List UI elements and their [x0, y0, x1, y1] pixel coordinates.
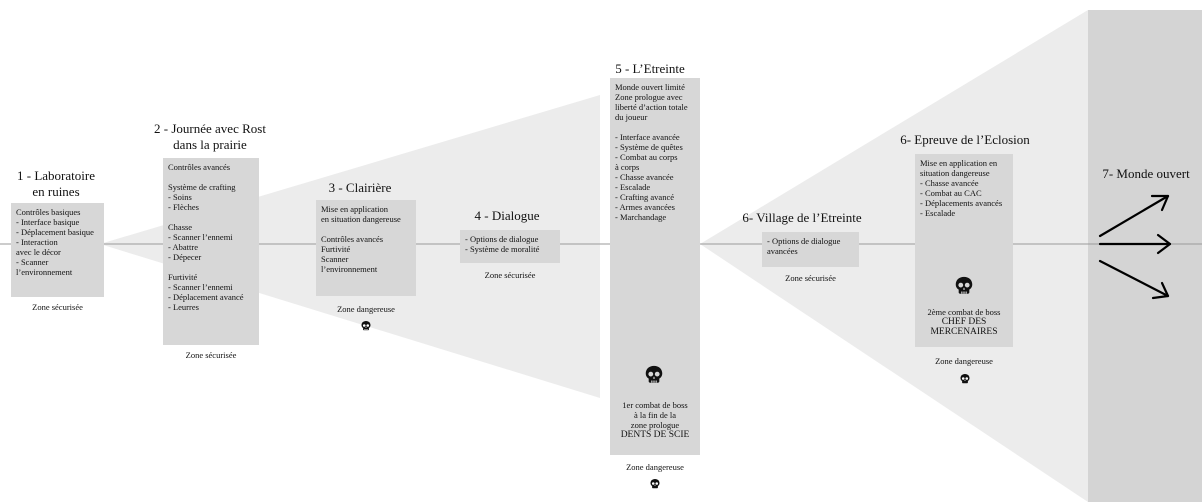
- stage-item: - Déplacements avancés: [920, 198, 1003, 208]
- stage-2-title: 2 - Journée avec Rost dans la prairie: [154, 121, 266, 152]
- stage-item: Zone prologue avec: [615, 92, 683, 102]
- stage-item: - Crafting avancé: [615, 192, 674, 202]
- stage-item: Contrôles avancés: [168, 162, 231, 172]
- stage-item: - Scanner l’ennemi: [168, 232, 233, 242]
- stage-3-zone-label: Zone dangereuse: [337, 304, 395, 314]
- stage-item: - Chasse avancée: [920, 178, 979, 188]
- stage-item: - Scanner: [16, 257, 49, 267]
- stage-item: avancées: [767, 246, 798, 256]
- stage-6b-title: 6- Epreuve de l’Eclosion: [900, 132, 1030, 147]
- stage-item: - Scanner l’ennemi: [168, 282, 233, 292]
- stage-item: - Interaction: [16, 237, 58, 247]
- stage-item: - Soins: [168, 192, 192, 202]
- stage-item: - Combat au CAC: [920, 188, 982, 198]
- boss-line: 2ème combat de boss: [927, 307, 1001, 317]
- stage-5-title: 5 - L’Etreinte: [615, 61, 685, 76]
- boss-line: CHEF DES: [941, 317, 987, 327]
- stage-4-zone-label: Zone sécurisée: [484, 270, 536, 280]
- boss-line: zone prologue: [630, 420, 680, 430]
- exit-arrows: [1098, 194, 1172, 300]
- stage-item: Chasse: [168, 222, 193, 232]
- stage-item: - Interface avancée: [615, 132, 680, 142]
- stage-item: avec le décor: [16, 247, 61, 257]
- stage-6a-zone-label: Zone sécurisée: [785, 273, 836, 283]
- skull-icon: [361, 321, 371, 331]
- boss-line: MERCENAIRES: [930, 327, 998, 337]
- stage-item: - Leurres: [168, 302, 199, 312]
- stage-item: Mise en application: [321, 204, 389, 214]
- stage-item: [168, 172, 254, 182]
- stage-1-zone-label: Zone sécurisée: [32, 302, 83, 312]
- stage-4-title: 4 - Dialogue: [474, 208, 540, 223]
- stage-item: Furtivité: [168, 272, 198, 282]
- stage-item: - Options de dialogue: [465, 234, 539, 244]
- stage-item: - Interface basique: [16, 217, 80, 227]
- arrowhead-icon: [1156, 233, 1172, 255]
- stage-item: [321, 224, 411, 234]
- stage-item: - Armes avancées: [615, 202, 675, 212]
- stage-item: du joueur: [615, 112, 648, 122]
- stage-item: [168, 262, 254, 272]
- stage-item: Furtivité: [321, 244, 351, 254]
- stage-item: Mise en application en: [920, 158, 998, 168]
- arrow-icon: [1098, 259, 1170, 298]
- stage-item: - Chasse avancée: [615, 172, 674, 182]
- stage-item: [168, 212, 254, 222]
- skull-icon: [650, 479, 660, 489]
- stage-6a-title: 6- Village de l’Etreinte: [742, 210, 862, 225]
- stage-1-title: 1 - Laboratoire en ruines: [17, 168, 95, 199]
- stage-item: [615, 122, 695, 132]
- funnel-shape-2: [700, 10, 1088, 502]
- stage-item: Système de crafting: [168, 182, 236, 192]
- stage-item: Contrôles avancés: [321, 234, 384, 244]
- skull-icon: [955, 276, 973, 294]
- stage-item: - Déplacement avancé: [168, 292, 244, 302]
- stage-item: l’environnement: [321, 264, 378, 274]
- stage-item: - Système de quêtes: [615, 142, 683, 152]
- skull-icon: [645, 365, 663, 383]
- stage-item: - Combat au corps: [615, 152, 678, 162]
- skull-icon: [960, 374, 970, 384]
- stage-item: - Système de moralité: [465, 244, 540, 254]
- stage-item: liberté d’action totale: [615, 102, 688, 112]
- stage-5-zone-label: Zone dangereuse: [626, 462, 684, 472]
- boss-line: DENTS DE SCIE: [620, 430, 690, 440]
- stage-item: en situation dangereuse: [321, 214, 401, 224]
- stage-7-title: 7- Monde ouvert: [1102, 166, 1190, 181]
- boss-line: 1er combat de boss: [622, 400, 688, 410]
- stage-6b-zone-label: Zone dangereuse: [935, 356, 993, 366]
- stage-item: - Escalade: [920, 208, 956, 218]
- stage-2-zone-label: Zone sécurisée: [185, 350, 237, 360]
- stage-item: Contrôles basiques: [16, 207, 81, 217]
- stage-1-box: Contrôles basiques- Interface basique- D…: [11, 203, 104, 297]
- boss-line: à la fin de la: [633, 410, 676, 420]
- stage-item: - Escalade: [615, 182, 651, 192]
- stage-item: situation dangereuse: [920, 168, 990, 178]
- stage-item: l’environnement: [16, 267, 73, 277]
- stage-item: - Options de dialogue: [767, 236, 841, 246]
- arrowhead-icon: [1151, 281, 1170, 300]
- stage-4-box: - Options de dialogue- Système de morali…: [460, 230, 560, 263]
- stage-item: - Abattre: [168, 242, 198, 252]
- stage-item: - Flèches: [168, 202, 199, 212]
- stage-item: - Déplacement basique: [16, 227, 94, 237]
- stage-3-title: 3 - Clairière: [328, 180, 392, 195]
- stage-item: Scanner: [321, 254, 349, 264]
- stage-item: - Marchandage: [615, 212, 667, 222]
- arrowhead-icon: [1150, 194, 1170, 212]
- arrow-icon: [1098, 194, 1170, 238]
- stage-item: Monde ouvert limité: [615, 82, 685, 92]
- stage-item: - Dépecer: [168, 252, 202, 262]
- open-world-panel: [1088, 10, 1202, 502]
- stage-item: à corps: [615, 162, 640, 172]
